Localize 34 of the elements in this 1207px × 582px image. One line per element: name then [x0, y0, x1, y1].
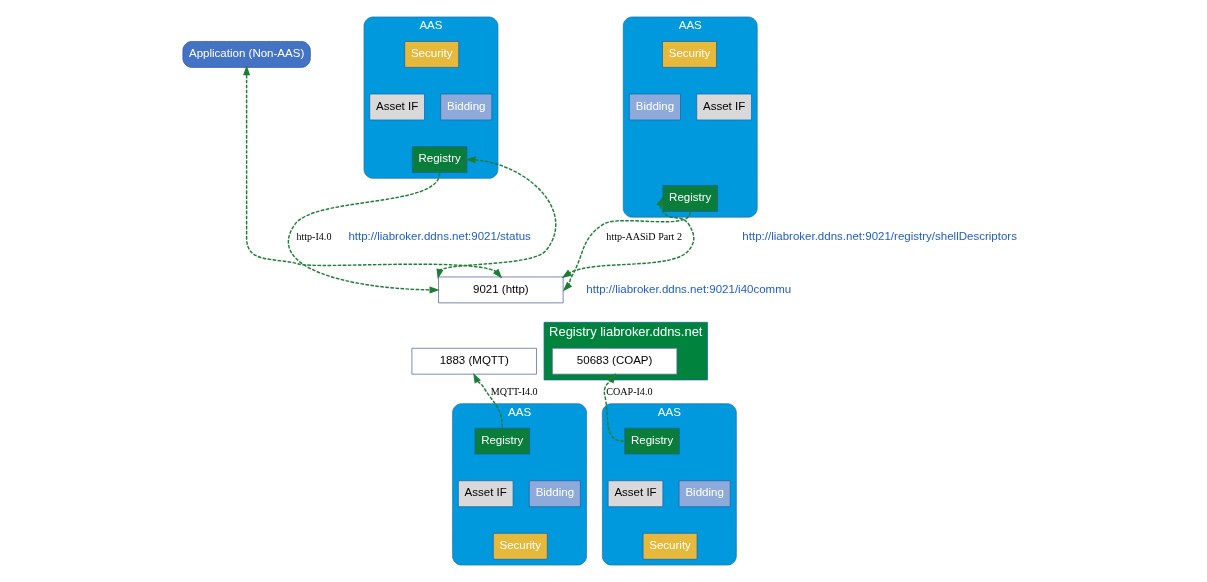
edge-label: http-AASiD Part 2 — [605, 231, 682, 243]
arrow — [242, 65, 502, 279]
node-box: Application (Non-AAS) — [182, 41, 311, 68]
node-box: Registry — [474, 427, 530, 455]
node-box: 1883 (MQTT) — [411, 347, 537, 375]
edge-label: http-I4.0 — [295, 231, 331, 243]
node-box: Security — [661, 41, 717, 68]
node-box: Asset IF — [695, 93, 752, 121]
node-box: Registry — [623, 427, 680, 455]
label: http://liabroker.ddns.net:9021/i40commu — [585, 282, 791, 295]
node-box: Asset IF — [457, 480, 513, 508]
node-box: Bidding — [628, 93, 681, 121]
edge-label: COAP-I4.0 — [605, 386, 652, 398]
node-box: 50683 (COAP) — [551, 347, 677, 375]
node-box: Security — [642, 533, 697, 560]
node-box: Registry — [662, 185, 718, 212]
node-box: Registry — [411, 146, 467, 173]
node-box: Bidding — [678, 480, 731, 508]
arrow — [561, 196, 694, 279]
label: http://liabroker.ddns.net:9021/status — [347, 230, 531, 243]
node-box: Bidding — [528, 480, 581, 508]
arrow — [603, 373, 625, 442]
arrow — [472, 372, 503, 429]
node-box: Security — [492, 533, 548, 560]
edge-label: MQTT-I4.0 — [490, 386, 538, 398]
node-box: Security — [403, 41, 459, 68]
node-box: Asset IF — [607, 480, 663, 508]
node-box: Bidding — [439, 93, 492, 121]
arrow — [287, 172, 440, 294]
arrow — [436, 156, 556, 280]
arrow — [562, 211, 691, 292]
label: http://liabroker.ddns.net:9021/registry/shellDescriptors — [741, 230, 1017, 243]
node-box: Asset IF — [368, 93, 425, 121]
node-box: 9021 (http) — [437, 276, 563, 304]
